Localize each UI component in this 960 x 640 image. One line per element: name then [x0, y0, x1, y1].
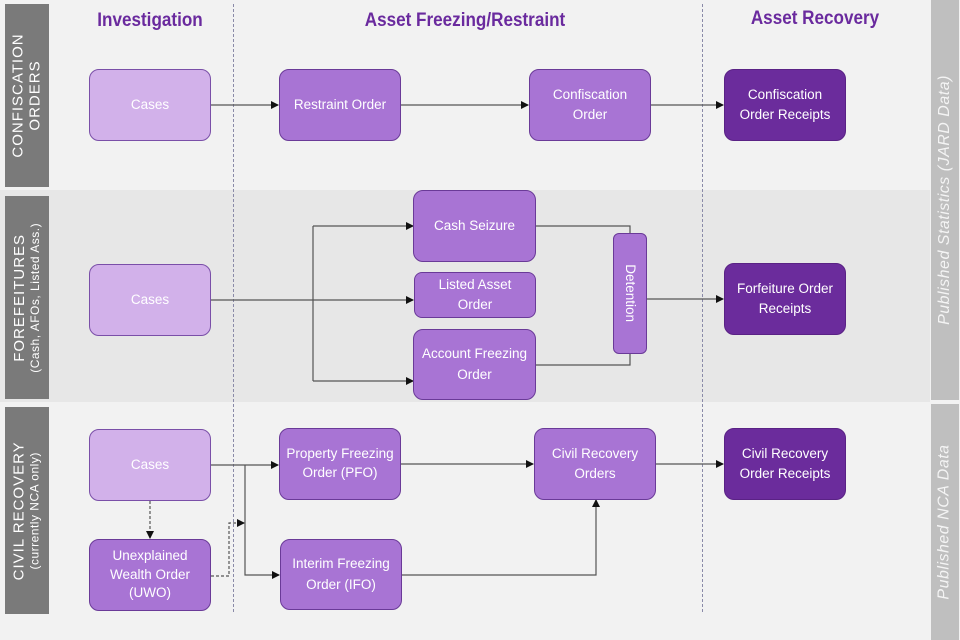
- node-listed-asset-order[interactable]: Listed Asset Order: [414, 272, 536, 318]
- node-civil-cases[interactable]: Cases: [89, 429, 211, 501]
- node-confiscation-order[interactable]: Confiscation Order: [529, 69, 651, 141]
- node-forfeiture-order-receipts[interactable]: Forfeiture Order Receipts: [724, 263, 846, 335]
- divider-recovery: [702, 4, 703, 612]
- node-unexplained-wealth-order[interactable]: Unexplained Wealth Order (UWO): [89, 539, 211, 611]
- node-label: Detention: [623, 264, 639, 323]
- column-heading-recovery: Asset Recovery: [750, 8, 880, 29]
- node-label: Restraint Order: [293, 96, 387, 112]
- connector-civil-cases-to-ifo: [244, 465, 280, 579]
- node-label: Cases: [130, 291, 170, 307]
- node-label: Account Freezing Order: [421, 346, 528, 382]
- divider-investigation: [233, 4, 234, 612]
- node-confiscation-cases[interactable]: Cases: [89, 69, 211, 141]
- node-label: Unexplained Wealth Order (UWO): [109, 547, 191, 601]
- node-label: Listed Asset Order: [438, 277, 512, 312]
- node-label: Cases: [130, 96, 170, 112]
- row-label-civil-recovery: CIVIL RECOVERY (currently NCA only): [5, 407, 49, 614]
- node-civil-recovery-orders[interactable]: Civil Recovery Orders: [534, 428, 656, 500]
- node-label: Confiscation Order: [552, 86, 628, 122]
- node-label: Property Freezing Order (PFO): [286, 446, 394, 480]
- connector-afo-to-detention: [536, 353, 631, 366]
- node-account-freezing-order[interactable]: Account Freezing Order: [413, 329, 536, 400]
- node-label: Cases: [130, 456, 170, 472]
- node-label: Confiscation Order Receipts: [739, 86, 831, 122]
- node-label: Forfeiture Order Receipts: [736, 280, 834, 316]
- connector-to-cash-seizure: [312, 226, 413, 381]
- connector-uwo-to-ifo-branch: [211, 519, 245, 577]
- node-interim-freezing-order[interactable]: Interim Freezing Order (IFO): [280, 539, 402, 610]
- node-label: Civil Recovery Order Receipts: [739, 445, 831, 481]
- node-property-freezing-order[interactable]: Property Freezing Order (PFO): [279, 428, 401, 500]
- side-label-nca: Published NCA Data: [931, 404, 959, 640]
- node-label: Interim Freezing Order (IFO): [292, 556, 390, 592]
- node-detention[interactable]: Detention: [613, 233, 647, 354]
- node-forfeiture-cases[interactable]: Cases: [89, 264, 211, 336]
- node-restraint-order[interactable]: Restraint Order: [279, 69, 401, 141]
- node-label: Civil Recovery Orders: [551, 445, 639, 481]
- node-label: Cash Seizure: [433, 217, 516, 233]
- side-label-jard: Published Statistics (JARD Data): [931, 0, 959, 400]
- node-cash-seizure[interactable]: Cash Seizure: [413, 190, 536, 262]
- node-confiscation-order-receipts[interactable]: Confiscation Order Receipts: [724, 69, 846, 141]
- row-label-confiscation: CONFISCATION ORDERS: [5, 4, 49, 187]
- node-civil-recovery-order-receipts[interactable]: Civil Recovery Order Receipts: [724, 428, 846, 500]
- column-heading-freezing: Asset Freezing/Restraint: [364, 10, 566, 31]
- connector-ifo-to-cro: [402, 499, 600, 576]
- column-heading-investigation: Investigation: [97, 10, 203, 31]
- row-label-forfeitures: FOREFEITURES (Cash, AFOs, Listed Ass.): [5, 196, 49, 399]
- connector-cash-to-detention: [536, 225, 631, 234]
